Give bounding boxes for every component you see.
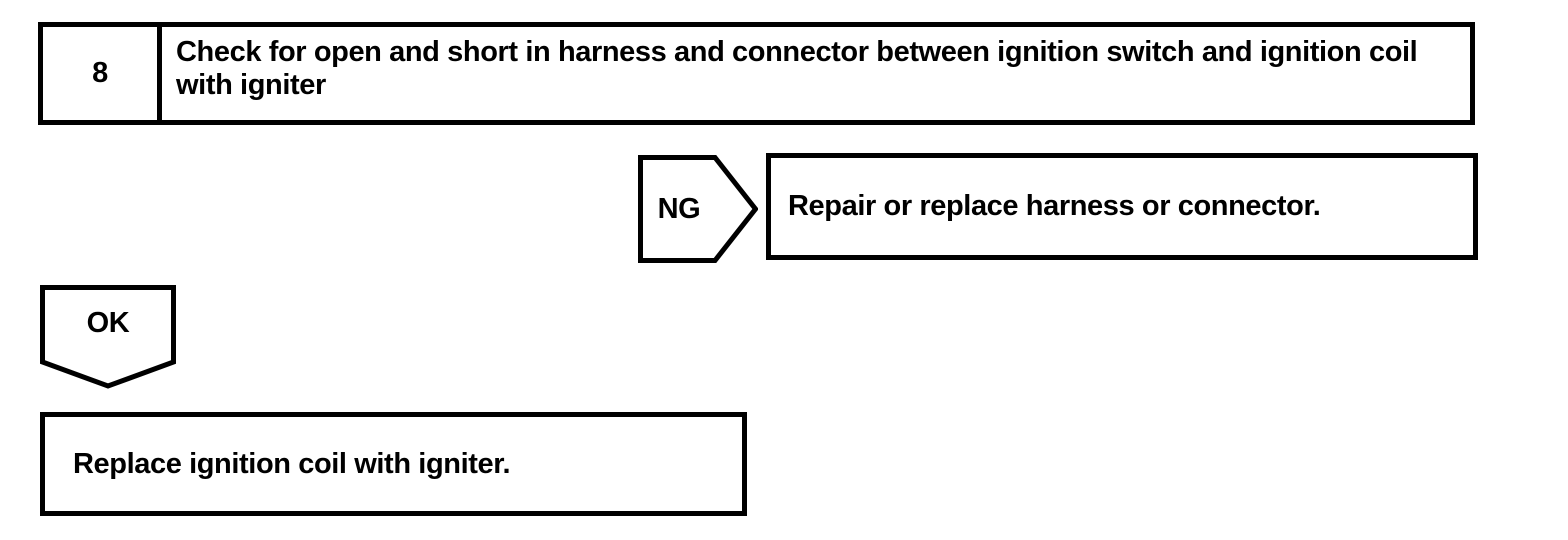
ng-arrow-polygon [638,155,758,263]
ok-action-box: Replace ignition coil with igniter. [40,412,747,516]
ng-arrow-shape [638,155,758,263]
ok-connector: OK [40,285,176,389]
ok-label: OK [86,307,130,339]
ng-action-box: Repair or replace harness or connector. [766,153,1478,260]
step-number-cell: 8 [43,27,162,120]
step-instruction-cell: Check for open and short in harness and … [162,27,1470,120]
ng-connector: NG [638,155,758,263]
ok-action-text: Replace ignition coil with igniter. [73,447,511,480]
step-number: 8 [92,57,108,89]
ng-label: NG [657,192,701,225]
ok-arrow-shape [40,285,176,389]
ok-arrow-polygon [40,285,176,389]
step-instruction: Check for open and short in harness and … [176,36,1418,101]
ng-action-text: Repair or replace harness or connector. [788,190,1321,222]
step-box: 8 Check for open and short in harness an… [38,22,1475,125]
